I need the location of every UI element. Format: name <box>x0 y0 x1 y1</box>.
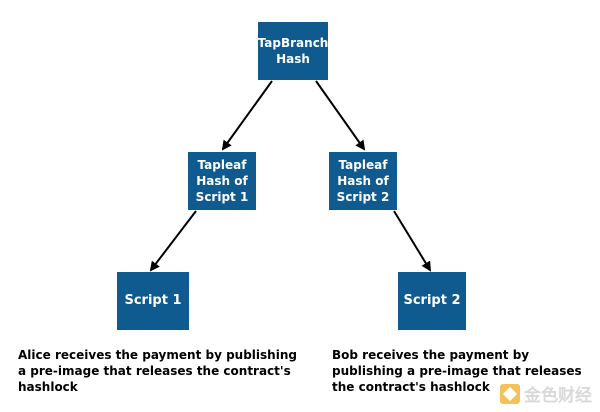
arrow-root-to-tapleaf-1 <box>221 80 273 151</box>
script-1-node: Script 1 <box>117 272 189 330</box>
script-2-node: Script 2 <box>398 272 466 330</box>
tapleaf-hash-script-2-label: Tapleaf Hash of Script 2 <box>336 158 390 204</box>
script-1-label: Script 1 <box>124 293 182 308</box>
watermark-text: 金色财经 <box>524 386 592 406</box>
arrow-tapleaf-2-to-script-2 <box>393 210 432 272</box>
bob-caption: Bob receives the payment by publishing a… <box>332 348 582 394</box>
watermark-logo-icon <box>500 383 520 404</box>
tapbranch-hash-node: TapBranch Hash <box>258 22 328 80</box>
tapleaf-hash-script-1-node: Tapleaf Hash of Script 1 <box>188 152 256 210</box>
script-2-label: Script 2 <box>403 293 461 308</box>
alice-caption: Alice receives the payment by publishing… <box>18 348 297 394</box>
arrow-root-to-tapleaf-2 <box>315 80 366 151</box>
tapleaf-hash-script-1-label: Tapleaf Hash of Script 1 <box>195 158 249 204</box>
tapleaf-hash-script-2-node: Tapleaf Hash of Script 2 <box>329 152 397 210</box>
watermark: 金色财经 <box>500 381 592 406</box>
arrow-tapleaf-1-to-script-1 <box>149 210 197 272</box>
tapbranch-hash-label: TapBranch Hash <box>257 36 329 66</box>
